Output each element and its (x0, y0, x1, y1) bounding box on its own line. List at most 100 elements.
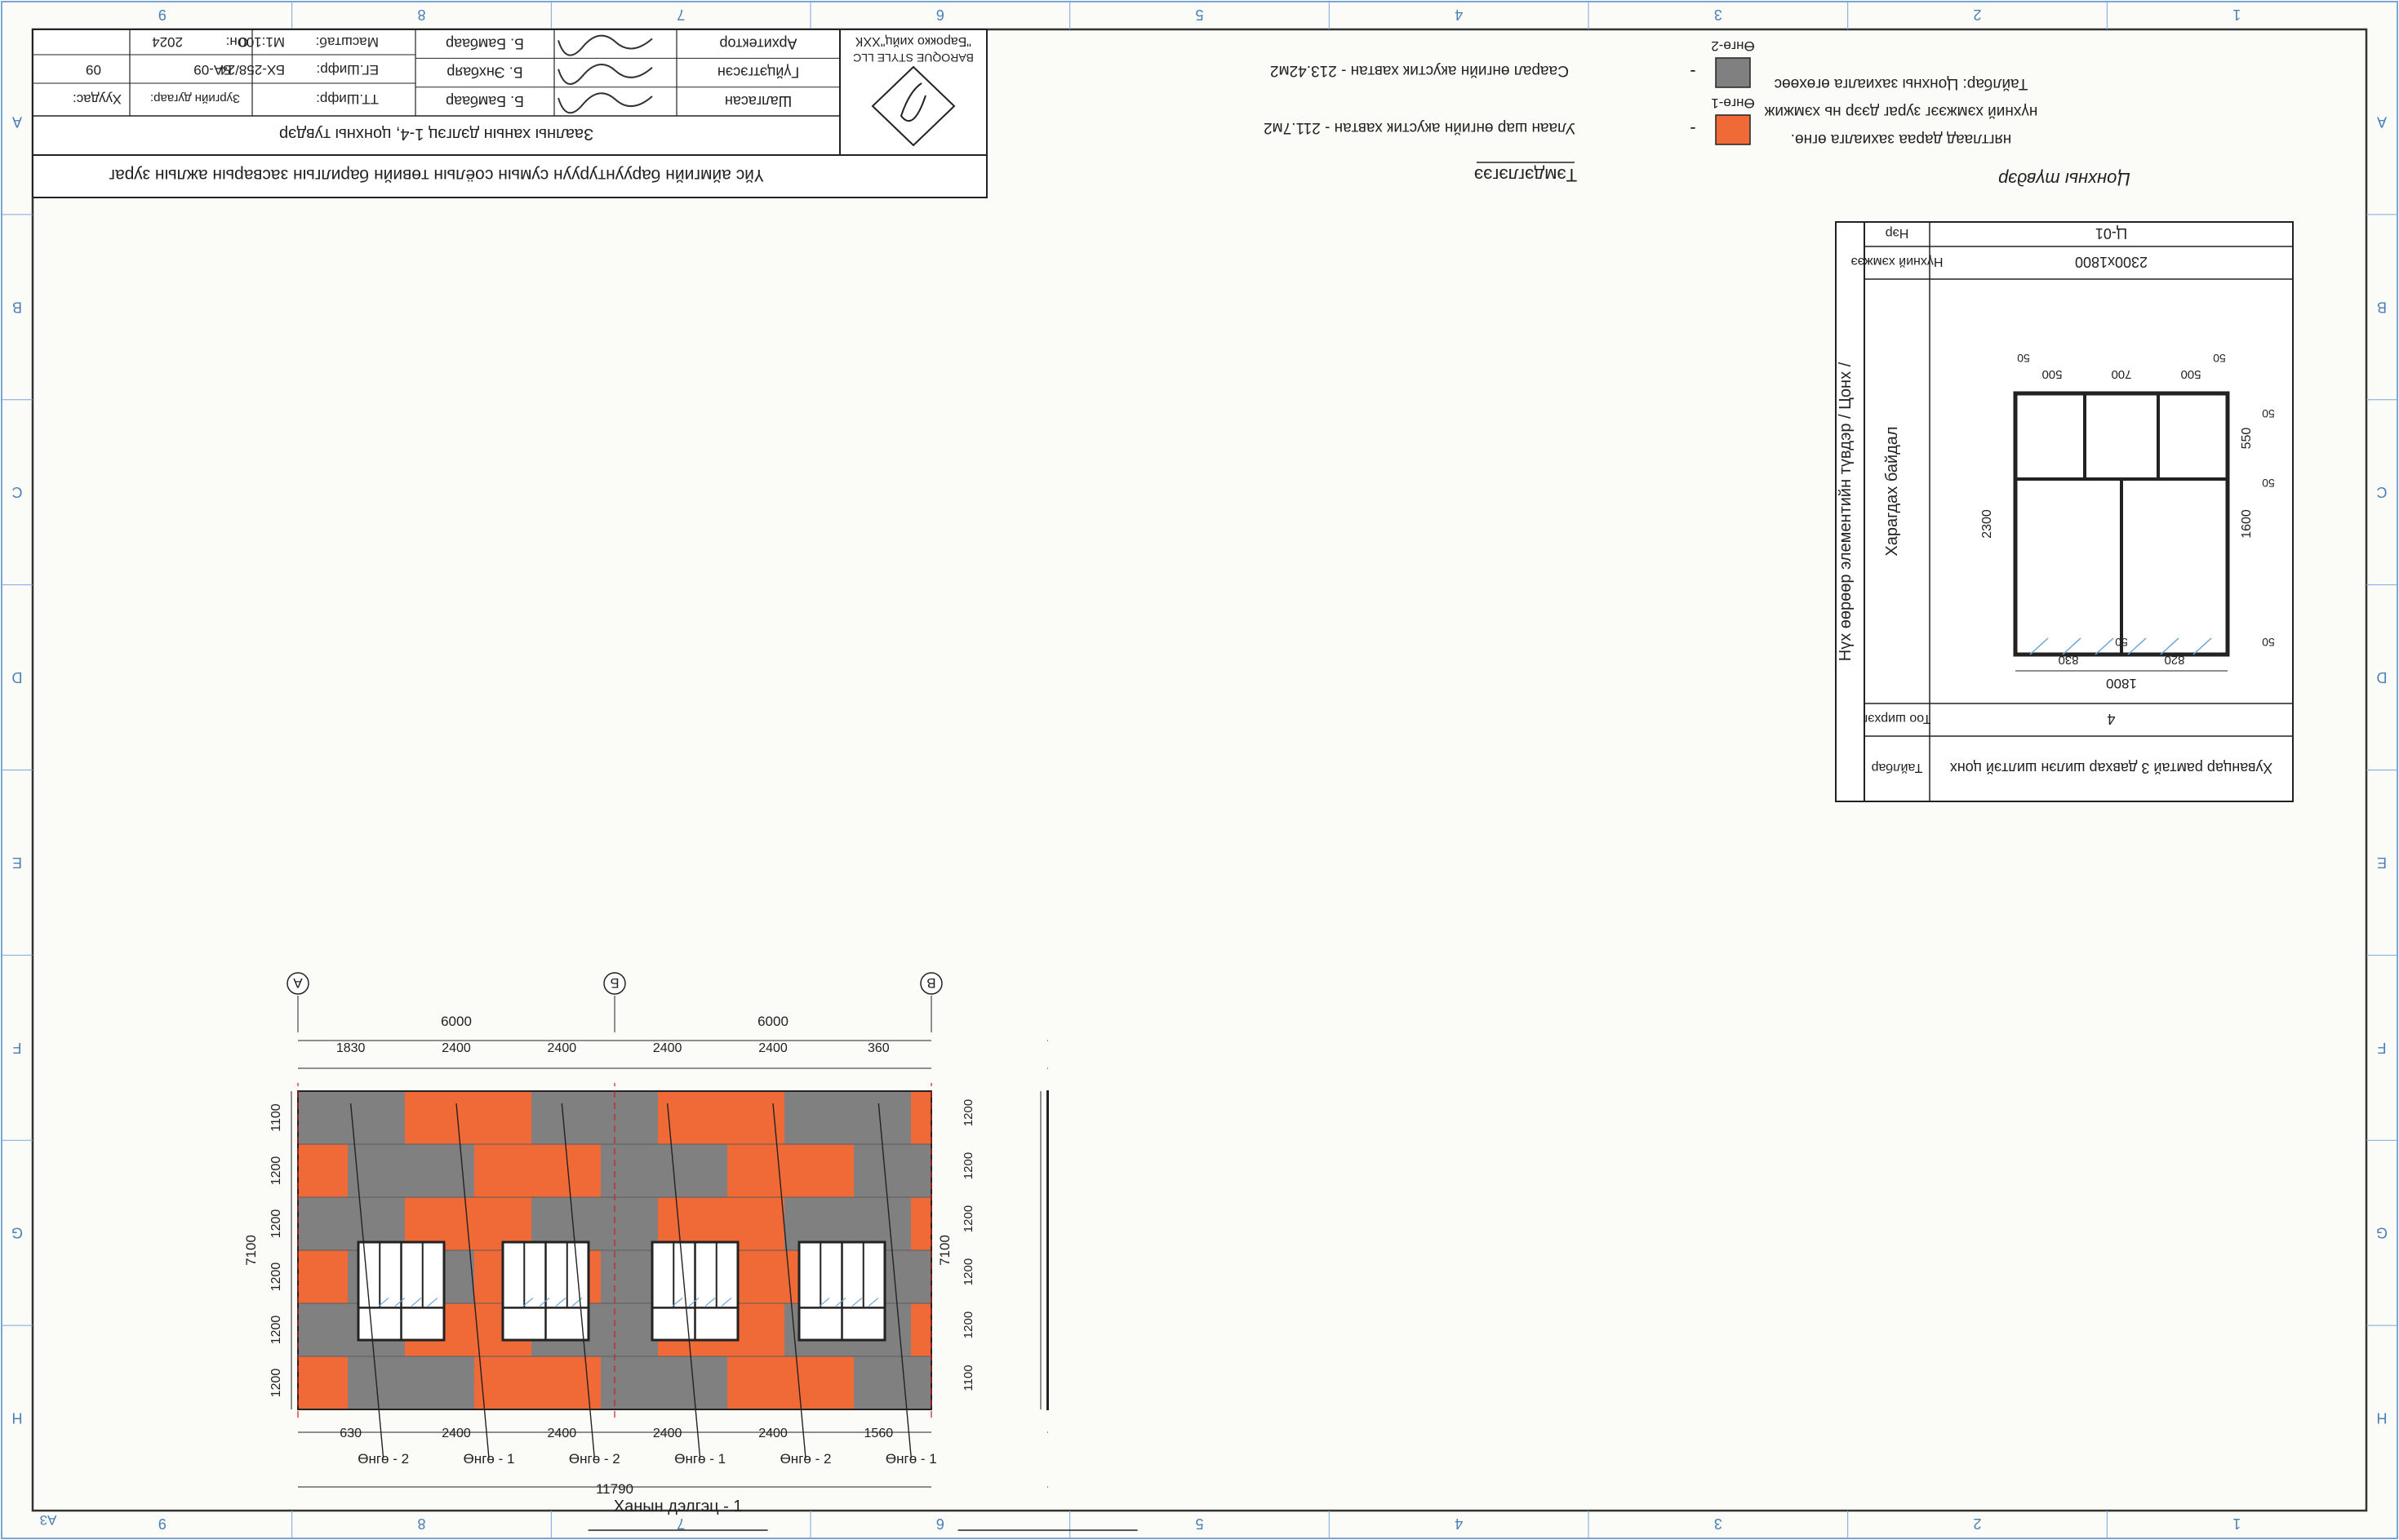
legend-item-text: Улаан шар өнгийн акустик хавтан - 211.7м… (1264, 119, 1575, 136)
line (561, 1103, 596, 1459)
code-label: Масштаб: (316, 34, 379, 50)
color-label: Өнгө - 2 (780, 1451, 832, 1467)
line (688, 1297, 700, 1307)
elevation-10 (957, 1040, 1138, 1531)
code-label: ТТ.Шифр: (316, 91, 379, 107)
row-dim: 1200 (962, 1205, 975, 1232)
role-label: Шалгасан (725, 93, 792, 109)
dim-text: 500 (2041, 367, 2062, 381)
dim-text: 50 (2262, 407, 2275, 420)
role-label: Гүйцэтгэсэн (717, 64, 799, 81)
wall-panel (658, 1091, 784, 1144)
grid-number: 9 (158, 1516, 167, 1532)
note-line: нүхний хэмжээг зураг дээр нь хэмжиж (1764, 103, 2037, 120)
dim-text: 2400 (548, 1041, 577, 1055)
line (2127, 637, 2147, 655)
grid-number: 7 (677, 1516, 685, 1532)
grid-number: 1 (2232, 7, 2241, 23)
schedule-row-value: 4 (2107, 711, 2115, 727)
grid-number: 8 (417, 7, 425, 23)
height-dim: 7100 (243, 1235, 259, 1266)
line (522, 1297, 534, 1307)
role-label: Архитектор (719, 35, 797, 51)
dim-text: 630 (340, 1427, 362, 1440)
line (721, 1297, 732, 1307)
code-value: 2024 (152, 34, 183, 50)
grid-number: 4 (1455, 7, 1463, 23)
sheet-size-label: А3 (40, 1512, 57, 1528)
total-dim: 11790 (596, 1481, 633, 1497)
dim-text: 500 (2180, 367, 2201, 381)
dim-text: 50 (2213, 352, 2226, 365)
legend-swatch (1715, 57, 1751, 88)
dim-text: 50 (2017, 352, 2030, 365)
legend-item-text: Саарал өнгийн акустик хавтан - 213.42м2 (1270, 62, 1569, 79)
line (349, 1103, 384, 1459)
line (378, 1297, 389, 1307)
line (411, 1297, 422, 1307)
line (868, 1297, 879, 1307)
grid-number: 3 (1714, 7, 1722, 23)
dim-text: 2400 (758, 1427, 788, 1440)
grid-letter: F (2378, 1040, 2387, 1056)
line (772, 1103, 806, 1459)
dim-text: 1800 (2106, 676, 2137, 691)
axis-bubble: Б (603, 972, 626, 995)
window-view: Харагдах байдал1800820830500700500160055… (1883, 352, 2275, 691)
grid-number: 8 (417, 1516, 425, 1532)
code-label: Он: (226, 34, 248, 50)
dim-text: 820 (2164, 653, 2184, 667)
wall-panel (911, 1091, 931, 1144)
axis-bubble: В (920, 972, 943, 995)
legend-swatch (1715, 114, 1751, 145)
signature (558, 64, 653, 85)
schedule-row-value: 2300x1800 (2075, 254, 2148, 270)
axis-label: В (926, 975, 935, 991)
dim-text: 2400 (653, 1041, 682, 1055)
color-label: Өнгө - 1 (886, 1451, 937, 1467)
line (455, 1103, 490, 1459)
line (427, 1297, 438, 1307)
axis-circle (603, 972, 626, 995)
dim-text: 1600 (2240, 509, 2254, 539)
line (2029, 637, 2049, 655)
axis-bubble: А (287, 972, 309, 995)
dim-text: 2300 (1980, 509, 1994, 539)
wall-panel (298, 1144, 348, 1197)
dim-text: 1830 (336, 1041, 366, 1055)
person-name: Б. Бамбаар (446, 35, 524, 51)
wall-panel (784, 1091, 911, 1144)
line (666, 1103, 701, 1459)
code-label: ЕГ.Шифр: (317, 62, 379, 78)
axis-label: А (293, 975, 303, 991)
height-dim: 7100 (937, 1235, 953, 1266)
company-logo (871, 65, 956, 147)
view-label: Харагдах байдал (1883, 426, 1901, 556)
window (797, 1240, 886, 1342)
wall-panel (474, 1144, 601, 1197)
wall-panel (854, 1356, 931, 1409)
code-value: БА-09 (193, 62, 232, 78)
grid-letter: C (12, 484, 23, 500)
wall-panel (474, 1356, 601, 1409)
wall-panel (348, 1356, 474, 1409)
color-label: Өнгө - 1 (674, 1451, 726, 1467)
row-dim: 1200 (269, 1263, 283, 1292)
line (877, 1103, 913, 1459)
wall-panel (911, 1303, 931, 1356)
elevation-1: 1560240024002400240063036024002400240024… (243, 972, 975, 1531)
dim-text: 2400 (442, 1041, 471, 1055)
row-dim: 1200 (269, 1316, 283, 1345)
window (651, 1240, 740, 1342)
color-label: Өнгө - 2 (358, 1451, 409, 1467)
grid-number: 2 (1973, 7, 1981, 23)
dim-text: 2400 (653, 1427, 682, 1440)
legend-dash: - (1690, 62, 1695, 82)
grid-letter: E (12, 854, 22, 871)
dim-text: 50 (2262, 636, 2275, 649)
line (394, 1297, 406, 1307)
signature (558, 92, 653, 114)
